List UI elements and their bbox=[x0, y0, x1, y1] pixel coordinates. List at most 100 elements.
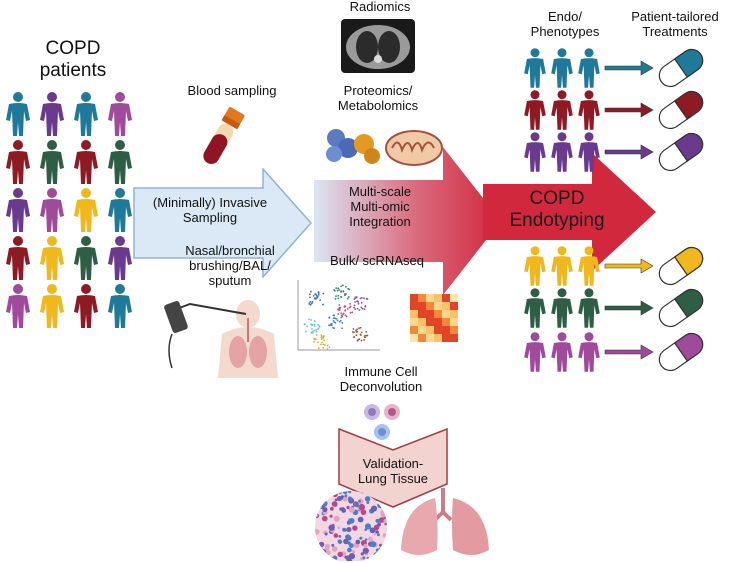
endotyping-line1: COPD bbox=[529, 188, 585, 209]
immune-cells-icon bbox=[364, 404, 400, 440]
patient-figure bbox=[578, 90, 600, 130]
patient-figure bbox=[108, 236, 132, 280]
nasal-line2: brushing/BAL/ bbox=[189, 257, 271, 273]
patient-figure bbox=[551, 332, 573, 372]
blood-tube-icon bbox=[203, 107, 245, 164]
immune-deconvolution-label: Immune Cell Deconvolution bbox=[336, 364, 426, 395]
patient-figure bbox=[524, 332, 546, 372]
endotype-row bbox=[524, 132, 704, 172]
patient-figure bbox=[74, 236, 98, 280]
patient-figure bbox=[524, 90, 546, 130]
patient-figure bbox=[6, 92, 30, 136]
sampling-label-line1: (Minimally) Invasive bbox=[152, 195, 268, 210]
patient-figure bbox=[551, 48, 573, 88]
endotype-row bbox=[524, 90, 704, 130]
copd-patients-title-line2: patients bbox=[39, 59, 107, 81]
tsne-plot bbox=[297, 280, 380, 351]
nasal-line1: Nasal/bronchial bbox=[185, 243, 275, 258]
lungs-illustration bbox=[401, 488, 489, 555]
patient-figure bbox=[108, 284, 132, 328]
patient-figure bbox=[6, 236, 30, 280]
capsule-icon bbox=[658, 90, 704, 130]
capsule-icon bbox=[658, 288, 704, 328]
endotype-groups bbox=[524, 48, 704, 372]
patient-figure bbox=[74, 92, 98, 136]
capsule-icon bbox=[658, 48, 704, 88]
immune-line2: Deconvolution bbox=[339, 378, 423, 394]
patient-figure bbox=[6, 284, 30, 328]
endotyping-label: COPD Endotyping bbox=[492, 188, 622, 232]
patient-figure bbox=[551, 246, 573, 286]
sampling-arrow bbox=[133, 168, 313, 278]
patient-figure bbox=[578, 246, 600, 286]
endotyping-arrow bbox=[483, 153, 656, 271]
patient-figure bbox=[578, 288, 600, 328]
treatments-line1: Patient-tailored bbox=[631, 9, 719, 24]
proteomics-line1: Proteomics/ bbox=[343, 83, 413, 98]
endotype-row bbox=[524, 332, 704, 372]
patient-figure bbox=[551, 288, 573, 328]
arrow-icon bbox=[604, 60, 654, 76]
endo-line2: Phenotypes bbox=[530, 23, 600, 39]
capsule-icon bbox=[658, 246, 704, 286]
arrow-icon bbox=[604, 344, 654, 360]
patient-figure bbox=[108, 188, 132, 232]
patient-figure bbox=[40, 140, 64, 184]
patient-tailored-treatments-label: Patient-tailored Treatments bbox=[622, 9, 728, 40]
patient-figure bbox=[40, 284, 64, 328]
arrow-icon bbox=[604, 144, 654, 160]
patient-figure bbox=[524, 288, 546, 328]
validation-line1: Validation- bbox=[362, 456, 424, 471]
capsule-icon bbox=[658, 332, 704, 372]
patient-figure bbox=[551, 132, 573, 172]
patient-figure bbox=[74, 140, 98, 184]
nasal-line3: sputum bbox=[208, 272, 252, 288]
validation-line2: Lung Tissue bbox=[357, 470, 429, 486]
endotyping-line2: Endotyping bbox=[509, 209, 605, 231]
proteomics-line2: Metabolomics bbox=[337, 97, 419, 113]
proteomics-label: Proteomics/ Metabolomics bbox=[318, 83, 438, 114]
endo-phenotypes-label: Endo/ Phenotypes bbox=[515, 9, 615, 40]
patient-figure bbox=[40, 92, 64, 136]
patient-figure bbox=[40, 188, 64, 232]
patients-grid bbox=[6, 92, 132, 328]
capsule-icon bbox=[658, 132, 704, 172]
arrow-icon bbox=[604, 258, 654, 274]
arrow-icon bbox=[604, 102, 654, 118]
treatments-line2: Treatments bbox=[642, 23, 708, 39]
bulk-scrnaseq-label: Bulk/ scRNAseq bbox=[330, 253, 424, 268]
validation-label: Validation- Lung Tissue bbox=[348, 456, 438, 487]
protein-mitochondria-icons bbox=[326, 129, 443, 166]
radiomics-label: Radiomics bbox=[349, 0, 411, 14]
copd-patients-title-line1: COPD bbox=[45, 38, 101, 59]
patient-figure bbox=[578, 132, 600, 172]
endotype-row bbox=[524, 288, 704, 328]
patient-figure bbox=[578, 332, 600, 372]
endotype-row bbox=[524, 246, 704, 286]
patient-figure bbox=[108, 92, 132, 136]
patient-figure bbox=[74, 284, 98, 328]
sampling-label-line2: Sampling bbox=[182, 209, 238, 225]
patient-figure bbox=[578, 48, 600, 88]
patient-figure bbox=[524, 48, 546, 88]
integration-line2: Multi-omic bbox=[350, 198, 410, 214]
nasal-brushing-label: Nasal/bronchial brushing/BAL/ sputum bbox=[180, 243, 280, 289]
integration-arrow bbox=[314, 147, 501, 295]
endo-line1: Endo/ bbox=[548, 9, 582, 24]
arrow-icon bbox=[604, 300, 654, 316]
bronchoscopy-illustration bbox=[164, 300, 278, 378]
sampling-arrow-label: (Minimally) Invasive Sampling bbox=[150, 195, 270, 226]
immune-line1: Immune Cell bbox=[344, 364, 418, 379]
patient-figure bbox=[108, 140, 132, 184]
patient-figure bbox=[551, 90, 573, 130]
integration-line1: Multi-scale bbox=[348, 184, 412, 199]
patient-figure bbox=[524, 246, 546, 286]
endotype-row bbox=[524, 48, 704, 88]
integration-line3: Integration bbox=[349, 213, 411, 229]
patient-figure bbox=[6, 188, 30, 232]
patient-figure bbox=[6, 140, 30, 184]
patient-figure bbox=[74, 188, 98, 232]
tissue-histology-image bbox=[315, 491, 387, 561]
patient-figure bbox=[40, 236, 64, 280]
heatmap-plot bbox=[410, 294, 458, 342]
